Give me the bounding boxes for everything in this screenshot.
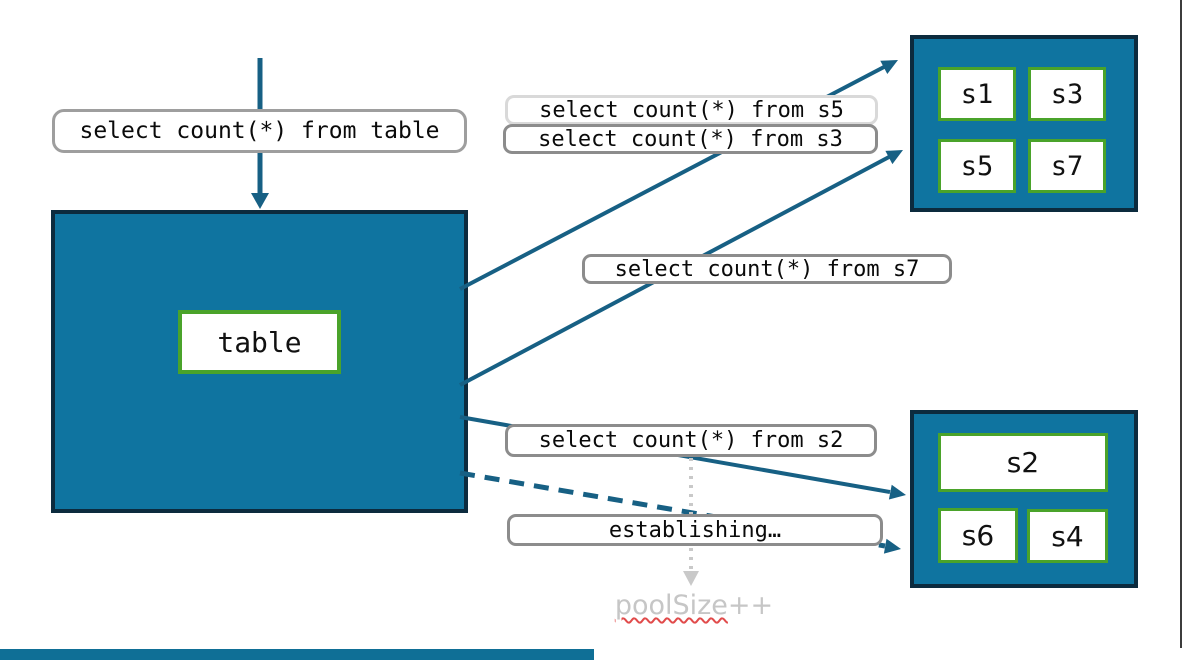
shard-s2[interactable]: s2 xyxy=(938,433,1108,492)
slide-edge-line xyxy=(1180,0,1182,648)
shard-s6[interactable]: s6 xyxy=(938,508,1018,563)
shard-s5[interactable]: s5 xyxy=(938,139,1016,193)
pool-size-word: poolSize xyxy=(614,590,728,621)
bottom-edge-strip xyxy=(0,649,594,660)
pool-size-note[interactable]: poolSize++ xyxy=(559,590,829,621)
shard-s6-label: s6 xyxy=(961,519,995,552)
shard-s1[interactable]: s1 xyxy=(938,67,1016,121)
query-label-s2[interactable]: select count(*) from s2 xyxy=(505,424,877,457)
query-label-s3[interactable]: select count(*) from s3 xyxy=(503,124,878,154)
query-s2-text: select count(*) from s2 xyxy=(538,428,844,453)
shard-s5-label: s5 xyxy=(960,150,994,182)
shard-s7-label: s7 xyxy=(1050,150,1084,182)
shard-s4-label: s4 xyxy=(1051,519,1084,553)
shard-s3[interactable]: s3 xyxy=(1028,67,1106,121)
query-s7-text: select count(*) from s7 xyxy=(614,256,920,282)
establishing-label[interactable]: establishing… xyxy=(507,514,883,546)
query-s3-text: select count(*) from s3 xyxy=(538,126,843,152)
shard-s7[interactable]: s7 xyxy=(1028,139,1106,193)
shard-s1-label: s1 xyxy=(960,78,994,110)
query-label-table[interactable]: select count(*) from table xyxy=(52,109,467,153)
table-label: table xyxy=(217,325,302,359)
query-table-text: select count(*) from table xyxy=(79,118,440,144)
table-label-box[interactable]: table xyxy=(178,310,341,374)
table-node[interactable]: table xyxy=(51,210,468,513)
query-s5-text: select count(*) from s5 xyxy=(539,97,844,123)
query-label-s5[interactable]: select count(*) from s5 xyxy=(505,95,878,125)
shard-group-top[interactable]: s1 s3 s5 s7 xyxy=(910,35,1138,212)
shard-s3-label: s3 xyxy=(1050,78,1084,110)
shard-s4[interactable]: s4 xyxy=(1027,509,1108,563)
pool-size-suffix: ++ xyxy=(727,590,774,621)
shard-group-bottom[interactable]: s2 s6 s4 xyxy=(910,410,1138,588)
establishing-text: establishing… xyxy=(608,517,782,543)
query-label-s7[interactable]: select count(*) from s7 xyxy=(582,254,952,284)
shard-s2-label: s2 xyxy=(1006,446,1040,479)
